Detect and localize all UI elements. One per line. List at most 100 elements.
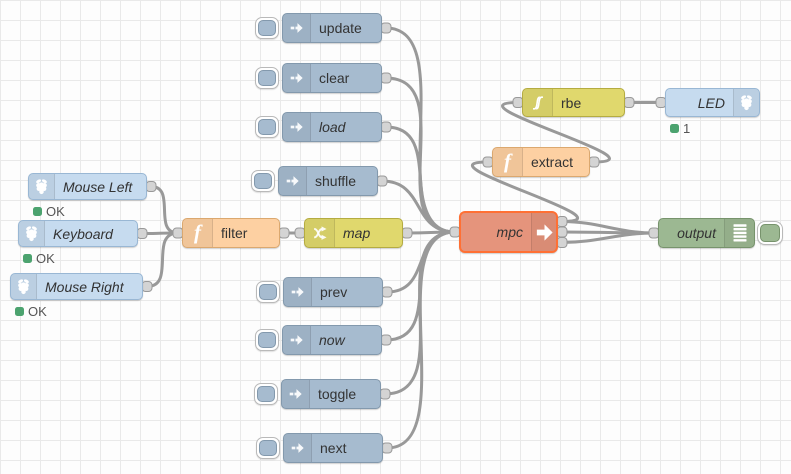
node-shuffle[interactable]: shuffle <box>278 166 378 196</box>
node-next[interactable]: next <box>283 433 383 463</box>
port-output-prev-0[interactable] <box>381 286 393 298</box>
status-text: OK <box>36 251 55 266</box>
status-text: 1 <box>683 121 691 136</box>
raspberry-icon <box>11 274 37 299</box>
node-prev[interactable]: prev <box>283 277 383 307</box>
inject-arrow-icon <box>283 326 311 354</box>
raspberry-icon <box>733 89 759 116</box>
inject-arrow-icon <box>279 167 307 195</box>
node-mouse-left[interactable]: Mouse Left <box>28 173 147 200</box>
node-label-extract: extract <box>531 154 574 170</box>
port-output-mouse-left-0[interactable] <box>145 181 157 192</box>
port-output-clear-0[interactable] <box>380 72 392 84</box>
wire-extract-to-rbe[interactable] <box>501 101 611 164</box>
inject-arrow-icon <box>282 380 310 408</box>
node-label-clear: clear <box>319 70 350 86</box>
node-label-keyboard: Keyboard <box>53 225 113 242</box>
shuffle-button-face <box>254 173 272 189</box>
raspberry-icon <box>19 221 45 246</box>
inject-arrow-icon <box>283 14 311 42</box>
port-output-map-0[interactable] <box>401 227 413 239</box>
now-button[interactable] <box>255 329 279 351</box>
wire-next-to-mpc[interactable] <box>385 230 457 450</box>
node-label-led: LED <box>697 94 725 111</box>
lines-icon <box>724 219 754 247</box>
wire-mouse-right-to-filter[interactable] <box>145 231 180 288</box>
node-load[interactable]: load <box>282 112 382 142</box>
port-output-update-0[interactable] <box>380 22 392 34</box>
node-mpc[interactable]: mpc <box>459 211 558 253</box>
node-rbe[interactable]: rbe <box>522 88 625 117</box>
node-update[interactable]: update <box>282 13 382 43</box>
node-now[interactable]: now <box>282 325 382 355</box>
port-output-load-0[interactable] <box>380 121 392 133</box>
node-toggle[interactable]: toggle <box>281 379 381 409</box>
wire-shuffle-to-mpc[interactable] <box>380 179 457 234</box>
block-arrow-icon <box>531 213 556 251</box>
output-button[interactable] <box>757 221 783 245</box>
shuffle-button[interactable] <box>251 170 275 192</box>
inject-arrow-icon <box>284 278 312 306</box>
wire-map-to-mpc[interactable] <box>405 230 457 235</box>
node-clear[interactable]: clear <box>282 63 382 93</box>
wire-mouse-left-to-filter[interactable] <box>149 185 180 235</box>
node-label-shuffle: shuffle <box>315 173 356 189</box>
node-label-output: output <box>677 225 716 241</box>
node-label-prev: prev <box>320 284 348 300</box>
status-mouse-left: OK <box>33 204 65 219</box>
port-output-mpc-1[interactable] <box>556 226 568 238</box>
node-label-load: load <box>319 119 346 135</box>
node-output[interactable]: output <box>658 218 755 248</box>
node-label-mouse-right: Mouse Right <box>45 278 124 295</box>
inject-arrow-icon <box>283 64 311 92</box>
load-button-face <box>258 119 276 135</box>
toggle-button-face <box>257 386 275 402</box>
port-output-now-0[interactable] <box>380 334 392 346</box>
clear-button[interactable] <box>255 67 279 89</box>
wire-mpc-to-output[interactable] <box>560 231 656 244</box>
node-label-now: now <box>319 332 345 348</box>
wire-mpc-to-extract[interactable] <box>470 160 580 223</box>
raspberry-icon <box>29 174 55 199</box>
port-output-shuffle-0[interactable] <box>376 175 388 187</box>
node-label-next: next <box>320 440 347 456</box>
load-button[interactable] <box>255 116 279 138</box>
node-mouse-right[interactable]: Mouse Right <box>10 273 143 300</box>
port-output-filter-0[interactable] <box>278 227 290 239</box>
port-output-next-0[interactable] <box>381 442 393 454</box>
inject-arrow-icon <box>284 434 312 462</box>
update-button[interactable] <box>255 17 279 39</box>
prev-button-face <box>259 284 277 300</box>
update-button-face <box>258 20 276 36</box>
status-dot-icon <box>23 254 32 263</box>
status-text: OK <box>46 204 65 219</box>
node-map[interactable]: map <box>304 218 403 248</box>
output-button-face <box>760 224 780 242</box>
toggle-button[interactable] <box>254 383 278 405</box>
next-button-face <box>259 440 277 456</box>
port-output-mpc-0[interactable] <box>556 216 568 227</box>
port-output-rbe-0[interactable] <box>623 97 635 108</box>
node-keyboard[interactable]: Keyboard <box>18 220 138 247</box>
next-button[interactable] <box>256 437 280 459</box>
node-led[interactable]: LED <box>665 88 760 117</box>
port-output-toggle-0[interactable] <box>379 388 391 400</box>
node-label-mpc: mpc <box>496 224 523 240</box>
node-label-map: map <box>343 225 371 241</box>
function-f-icon: f <box>183 219 213 247</box>
port-output-keyboard-0[interactable] <box>136 228 148 239</box>
status-dot-icon <box>33 207 42 216</box>
status-dot-icon <box>15 307 24 316</box>
node-label-update: update <box>319 20 362 36</box>
node-label-rbe: rbe <box>561 94 582 111</box>
node-label-toggle: toggle <box>318 386 357 402</box>
shuffle-icon <box>305 219 335 247</box>
prev-button[interactable] <box>256 281 280 303</box>
port-output-mouse-right-0[interactable] <box>141 281 153 292</box>
port-output-extract-0[interactable] <box>588 156 600 168</box>
port-output-mpc-2[interactable] <box>556 237 568 248</box>
